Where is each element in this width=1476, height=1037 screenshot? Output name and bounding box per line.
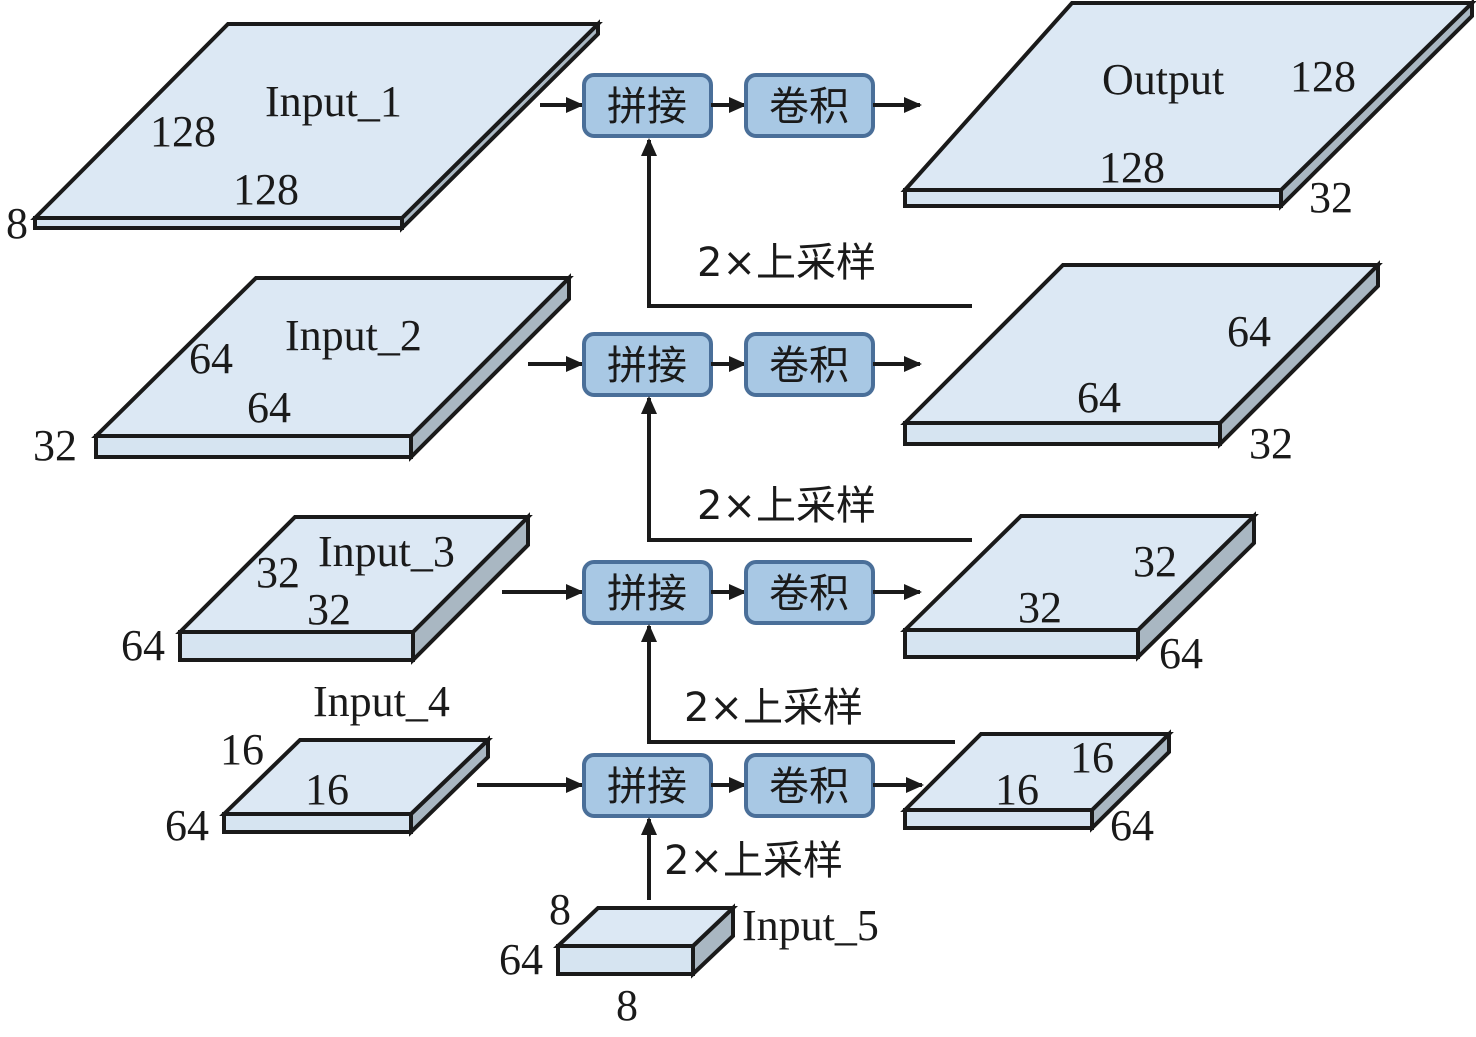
- input-2-block: [91, 273, 574, 462]
- concat-label-2: 拼接: [607, 343, 687, 389]
- concat-label-3: 拼接: [607, 571, 687, 617]
- input-1-width: 128: [233, 165, 299, 214]
- input-1-height: 128: [150, 107, 216, 156]
- input-4-name: Input_4: [313, 677, 450, 726]
- concat-op-1: 拼接: [582, 73, 713, 138]
- output-2-channels: 32: [1249, 419, 1293, 468]
- concat-label-4: 拼接: [607, 764, 687, 810]
- input-2-height: 64: [189, 334, 233, 383]
- concat-op-4: 拼接: [582, 753, 713, 818]
- input-5-channels: 64: [499, 935, 543, 984]
- concat-op-2: 拼接: [582, 332, 713, 397]
- output-3-block: [900, 511, 1259, 662]
- input-3-width: 32: [307, 585, 351, 634]
- input-2-channels: 32: [33, 421, 77, 470]
- input-4-width: 16: [305, 765, 349, 814]
- output-4-block: [900, 729, 1174, 833]
- output-4-channels: 64: [1110, 801, 1154, 850]
- upsample-path-4-to-3: [641, 624, 955, 744]
- upsample-label-4: 2×上采样: [664, 838, 843, 884]
- conv-op-4: 卷积: [744, 753, 875, 818]
- input-1-block: [30, 19, 603, 233]
- output-1-channels: 32: [1309, 173, 1353, 222]
- output-4-height: 16: [1070, 733, 1114, 782]
- input-4-channels: 64: [165, 801, 209, 850]
- upsample-path-3-to-2: [641, 396, 972, 542]
- output-3-height: 32: [1133, 537, 1177, 586]
- concat-op-3: 拼接: [582, 560, 713, 625]
- conv-op-2: 卷积: [744, 332, 875, 397]
- upsample-label-1: 2×上采样: [697, 240, 876, 286]
- input-1-name: Input_1: [265, 77, 402, 126]
- conv-op-1: 卷积: [744, 73, 875, 138]
- conv-label-3: 卷积: [769, 571, 849, 617]
- output-2-width: 64: [1077, 373, 1121, 422]
- upsample-path-2-to-1: [641, 138, 972, 308]
- output-1-name: Output: [1102, 55, 1224, 104]
- input-3-height: 32: [256, 548, 300, 597]
- input-5-block: [552, 903, 739, 979]
- input-3-block: [175, 512, 533, 665]
- input-3-name: Input_3: [318, 527, 455, 576]
- input-2-width: 64: [247, 383, 291, 432]
- concat-label-1: 拼接: [607, 84, 687, 130]
- output-1-block: [900, 0, 1476, 211]
- conv-label-2: 卷积: [769, 343, 849, 389]
- upsample-label-3: 2×上采样: [684, 685, 863, 731]
- output-2-block: [900, 260, 1383, 449]
- output-4-width: 16: [995, 765, 1039, 814]
- output-1-width: 128: [1099, 143, 1165, 192]
- conv-op-3: 卷积: [744, 560, 875, 625]
- input-4-height: 16: [220, 725, 264, 774]
- input-5-height: 8: [549, 885, 571, 934]
- upsample-label-2: 2×上采样: [697, 483, 876, 529]
- output-3-channels: 64: [1159, 629, 1203, 678]
- input-5-name: Input_5: [742, 901, 879, 950]
- output-3-width: 32: [1018, 583, 1062, 632]
- output-1-height: 128: [1290, 52, 1356, 101]
- input-2-name: Input_2: [285, 311, 422, 360]
- output-2-height: 64: [1227, 307, 1271, 356]
- input-5-width: 8: [616, 981, 638, 1030]
- input-3-channels: 64: [121, 621, 165, 670]
- conv-label-1: 卷积: [769, 84, 849, 130]
- conv-label-4: 卷积: [769, 764, 849, 810]
- input-4-block: [219, 735, 493, 837]
- input-1-channels: 8: [6, 199, 28, 248]
